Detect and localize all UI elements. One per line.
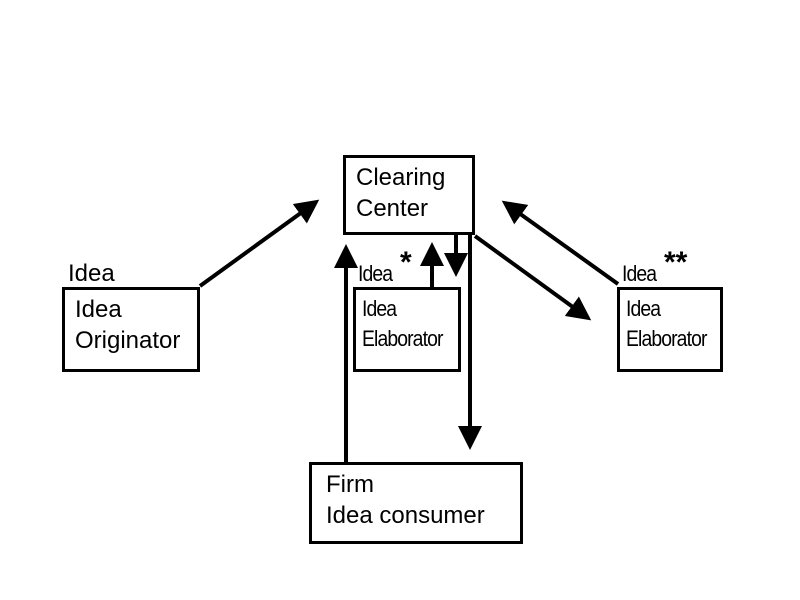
clearing-center-line2: Center xyxy=(356,195,429,222)
idea-elaborator2-line1: Idea xyxy=(626,296,661,321)
idea-elaborator2-line2: Elaborator xyxy=(626,326,707,351)
arrow-originator-to-center xyxy=(198,199,320,288)
idea-originator-label: Idea Originator xyxy=(75,294,180,356)
arrow-center-to-elaborator2 xyxy=(473,234,592,321)
elaborator1-top-label: Idea xyxy=(358,261,393,286)
idea-elaborator1-line2: Elaborator xyxy=(362,326,443,351)
idea-originator-line1: Idea xyxy=(75,296,122,323)
clearing-center-box: Clearing Center xyxy=(343,155,475,235)
firm-line2: Idea consumer xyxy=(326,502,485,529)
elaborator1-marker: * xyxy=(400,246,412,279)
idea-elaborator1-box: Idea Elaborator xyxy=(353,287,461,372)
idea-elaborator2-box: Idea Elaborator xyxy=(617,287,723,372)
clearing-center-line1: Clearing xyxy=(356,164,446,191)
originator-top-label: Idea xyxy=(68,260,115,287)
idea-elaborator2-label: Idea Elaborator xyxy=(626,294,707,354)
idea-elaborator1-line1: Idea xyxy=(362,296,397,321)
elaborator2-top-label: Idea xyxy=(622,261,657,286)
idea-originator-box: Idea Originator xyxy=(62,287,200,372)
elaborator2-marker: ** xyxy=(664,246,688,279)
idea-originator-line2: Originator xyxy=(75,327,181,354)
firm-label: Firm Idea consumer xyxy=(326,469,485,531)
firm-box: Firm Idea consumer xyxy=(309,462,523,544)
idea-elaborator1-label: Idea Elaborator xyxy=(362,294,443,354)
firm-line1: Firm xyxy=(326,471,374,498)
clearing-center-label: Clearing Center xyxy=(356,162,445,224)
arrow-elaborator2-to-center xyxy=(501,200,620,286)
